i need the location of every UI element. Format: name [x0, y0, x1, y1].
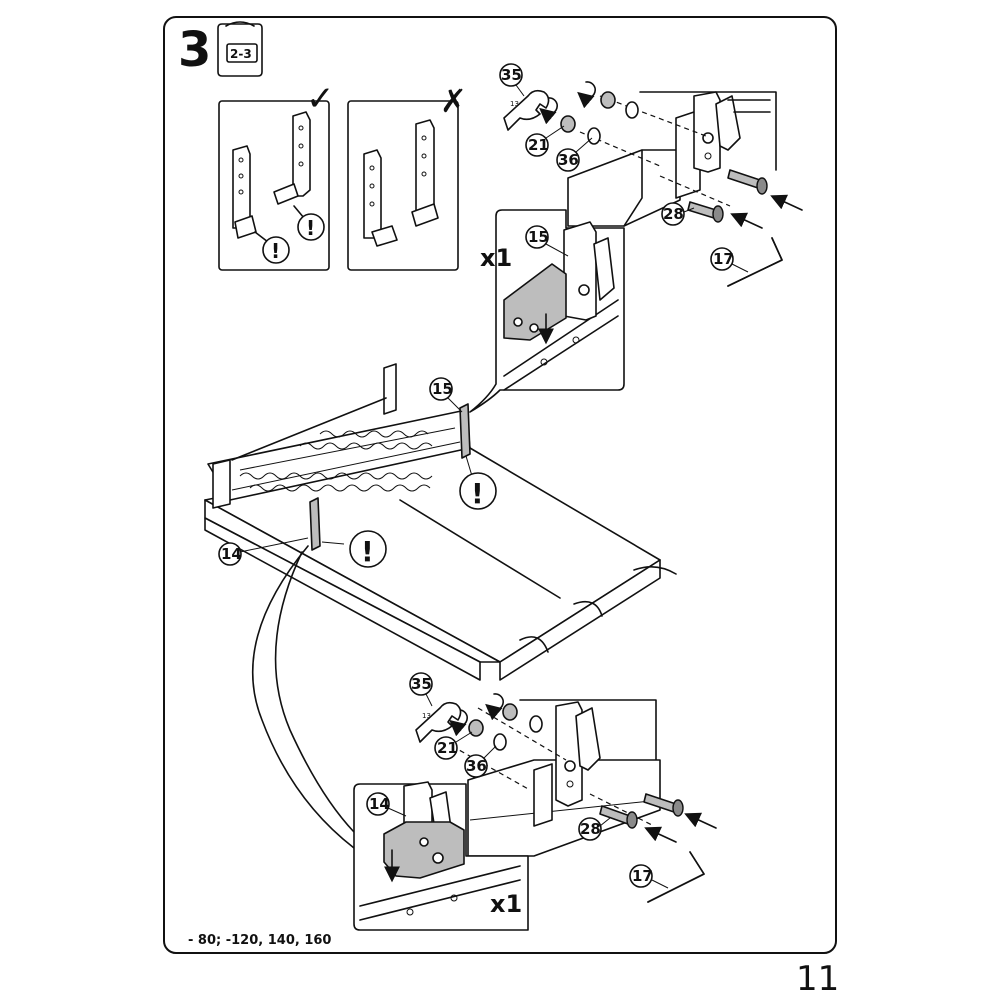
- callout-36-top: 36: [558, 151, 579, 169]
- wrong-cross-icon: ✗: [440, 82, 467, 120]
- page-number: 11: [796, 959, 839, 999]
- callout-28-bottom: 28: [580, 820, 601, 838]
- callout-35-bottom: 35: [411, 675, 432, 693]
- callout-35-top: 35: [501, 66, 522, 84]
- correct-orientation-panel: ✓ ! !: [218, 79, 335, 271]
- bottom-hardware-detail: 13 35 21 36 28 17: [409, 672, 717, 903]
- callout-15-main: 15: [432, 380, 453, 398]
- warning-mark-1: !: [271, 239, 280, 263]
- wrong-orientation-panel: ✗: [347, 82, 467, 271]
- size-footnote: - 80; -120, 140, 160: [188, 933, 331, 948]
- multiplier-bottom: x1: [490, 890, 522, 918]
- people-count-label: 2-3: [230, 47, 252, 61]
- top-zoom-detail: x1 15: [469, 209, 625, 413]
- callout-14-main: 14: [221, 545, 242, 563]
- step-frame: [163, 16, 837, 954]
- top-hardware-detail: 13 35 21 36 28 17: [499, 63, 803, 287]
- warning-mark-2: !: [306, 216, 315, 240]
- callout-21-bottom: 21: [437, 739, 458, 757]
- people-count-icon: 2-3: [217, 21, 263, 77]
- wrench-size-top: 13: [510, 100, 519, 108]
- callout-17-bottom: 17: [632, 867, 653, 885]
- bottom-zoom-detail: x1 14: [353, 781, 529, 931]
- callout-14-detail: 14: [369, 795, 390, 813]
- callout-17-top: 17: [713, 250, 734, 268]
- step-number: 3: [178, 22, 211, 78]
- correct-check-icon: ✓: [306, 79, 335, 119]
- callout-28-top: 28: [663, 205, 684, 223]
- multiplier-top: x1: [480, 244, 512, 272]
- wrench-size-bottom: 13: [422, 712, 431, 720]
- callout-21-top: 21: [528, 136, 549, 154]
- callout-36-bottom: 36: [466, 757, 487, 775]
- warning-mark-4: !: [361, 535, 374, 568]
- frame-illustration: 15 14 ! !: [204, 363, 677, 849]
- warning-mark-3: !: [471, 477, 484, 510]
- callout-15-detail: 15: [528, 228, 549, 246]
